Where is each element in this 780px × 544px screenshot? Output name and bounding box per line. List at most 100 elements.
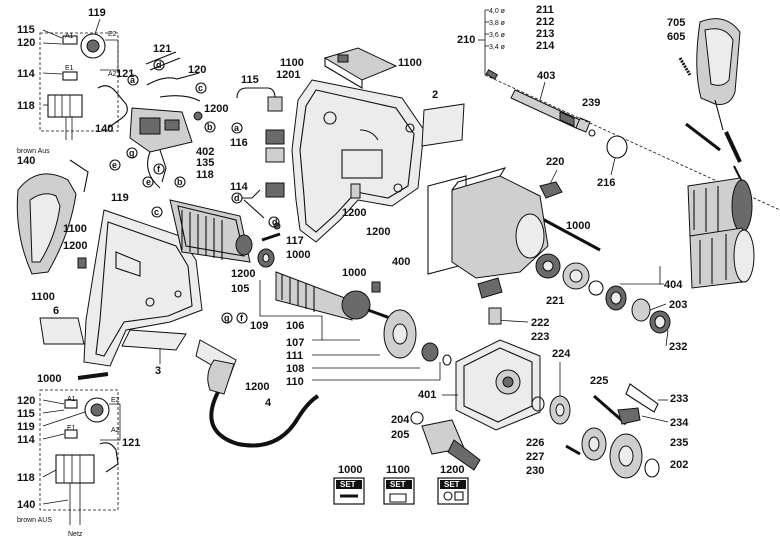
- legend-number-1200: 1200: [440, 464, 464, 476]
- label-1000-coil: 1000: [286, 249, 310, 261]
- aux-handle-and-chuck: 705 605: [667, 17, 755, 289]
- label-400: 400: [392, 256, 410, 268]
- label-120-switch: 120: [188, 64, 206, 76]
- legend-item-1000: 1000 SET: [333, 464, 365, 505]
- label-117: 117: [286, 235, 304, 247]
- field-coil: b 1200 105 117 1000 d: [169, 176, 310, 295]
- connector-c-housing: c: [154, 207, 159, 217]
- handle-and-housing-half: 140 1100 1200 1100 6 3 e c: [16, 155, 203, 377]
- label-119-switch: 119: [111, 192, 129, 204]
- label-220: 220: [546, 156, 564, 168]
- connector-e-switch: e: [112, 160, 117, 170]
- label-1200-housing: 1200: [342, 207, 366, 219]
- label-403: 403: [537, 70, 555, 82]
- label-4: 4: [265, 397, 272, 409]
- switch-assembly: 121 120 1200 402 135 118 119 a d c b g f…: [109, 43, 228, 204]
- label-203: 203: [669, 299, 687, 311]
- label-2: 2: [432, 89, 438, 101]
- label-120-bottom: 120: [17, 395, 35, 407]
- term-e1-bottom: E1: [67, 425, 76, 432]
- label-108: 108: [286, 363, 304, 375]
- legend-badge-1100: SET: [390, 480, 406, 489]
- connector-c-switch: c: [198, 83, 203, 93]
- label-205: 205: [391, 429, 409, 441]
- label-3: 3: [155, 365, 161, 377]
- set-legend: 1000 SET 1100 SET 1200 SET: [333, 464, 469, 505]
- label-225: 225: [590, 375, 608, 387]
- label-115-bottom: 115: [17, 408, 35, 420]
- label-140-bottom: 140: [17, 499, 35, 511]
- label-109: 109: [250, 320, 268, 332]
- label-224: 224: [552, 348, 571, 360]
- wiring-diagram-bottom: A1 E2 E1 A2 brown AUS Netz 120 115 119 1…: [17, 389, 140, 538]
- label-1100-decal: 1100: [31, 291, 55, 303]
- connector-b-coil: b: [177, 177, 183, 187]
- label-204: 204: [391, 414, 410, 426]
- size-3-6: 3,6 ø: [489, 32, 506, 39]
- label-115-brush: 115: [241, 74, 259, 86]
- size-4-0: 4,0 ø: [489, 8, 506, 15]
- label-140: 140: [95, 123, 113, 135]
- label-213: 213: [536, 28, 554, 40]
- term-e2-bottom: E2: [111, 397, 120, 404]
- label-118-bottom: 118: [17, 472, 35, 484]
- label-221: 221: [546, 295, 564, 307]
- label-135: 135: [196, 157, 214, 169]
- label-227: 227: [526, 451, 544, 463]
- label-705: 705: [667, 17, 685, 29]
- label-120: 120: [17, 37, 35, 49]
- label-1200-switch: 1200: [204, 103, 228, 115]
- brown-aus-caption: brown Aus: [17, 148, 50, 155]
- legend-number-1000: 1000: [338, 464, 362, 476]
- label-210: 210: [457, 34, 475, 46]
- connector-e-housing: e: [146, 177, 151, 187]
- label-404: 404: [664, 279, 683, 291]
- label-6: 6: [53, 305, 59, 317]
- label-216: 216: [597, 177, 615, 189]
- label-1200-coil: 1200: [231, 268, 255, 280]
- connector-f-cord: f: [240, 313, 244, 323]
- label-1200-gear: 1200: [366, 226, 390, 238]
- label-114-bottom: 114: [17, 434, 36, 446]
- connector-g-switch: g: [129, 148, 135, 158]
- connector-b-switch: b: [207, 122, 213, 132]
- label-233: 233: [670, 393, 688, 405]
- label-118: 118: [17, 100, 35, 112]
- armature: 1000 109 106 107 111 108 110: [250, 267, 452, 388]
- label-119: 119: [88, 7, 106, 19]
- label-121-switch: 121: [153, 43, 171, 55]
- legend-badge-1200: SET: [444, 480, 460, 489]
- label-140-handle: 140: [17, 155, 35, 167]
- term-a1-bottom: A1: [67, 396, 76, 403]
- label-1201: 1201: [276, 69, 300, 81]
- connector-d-coil: d: [272, 217, 278, 227]
- term-e1-top: E1: [65, 65, 74, 72]
- connector-a-switch: a: [130, 75, 136, 85]
- netz-caption: Netz: [68, 531, 83, 538]
- wiring-diagram-top: A1 E2 E1 A2 brown Aus 115 120 119 114 12…: [17, 7, 134, 155]
- label-107: 107: [286, 337, 304, 349]
- gear-housing: 220 1000 1200 400 221 404 203 232: [366, 156, 687, 353]
- label-114: 114: [17, 68, 36, 80]
- connector-a-brush: a: [234, 123, 240, 133]
- label-111: 111: [286, 350, 303, 362]
- label-226: 226: [526, 437, 544, 449]
- label-1100-a: 1100: [280, 57, 304, 69]
- connector-f-switch: f: [157, 164, 161, 174]
- label-1000-screw-bottom: 1000: [37, 373, 61, 385]
- label-110: 110: [286, 376, 304, 388]
- label-105: 105: [231, 283, 249, 295]
- power-cord: g f 1200 4 1000: [37, 312, 320, 448]
- label-121: 121: [116, 68, 134, 80]
- connector-d-switch: d: [156, 60, 162, 70]
- label-214: 214: [536, 40, 555, 52]
- label-605: 605: [667, 31, 685, 43]
- label-1000-screw: 1000: [566, 220, 590, 232]
- label-121-bottom: 121: [122, 437, 140, 449]
- label-232: 232: [669, 341, 687, 353]
- label-116: 116: [230, 137, 248, 149]
- label-114-brush: 114: [230, 181, 249, 193]
- label-119-bottom: 119: [17, 421, 35, 433]
- size-3-8: 3,8 ø: [489, 20, 506, 27]
